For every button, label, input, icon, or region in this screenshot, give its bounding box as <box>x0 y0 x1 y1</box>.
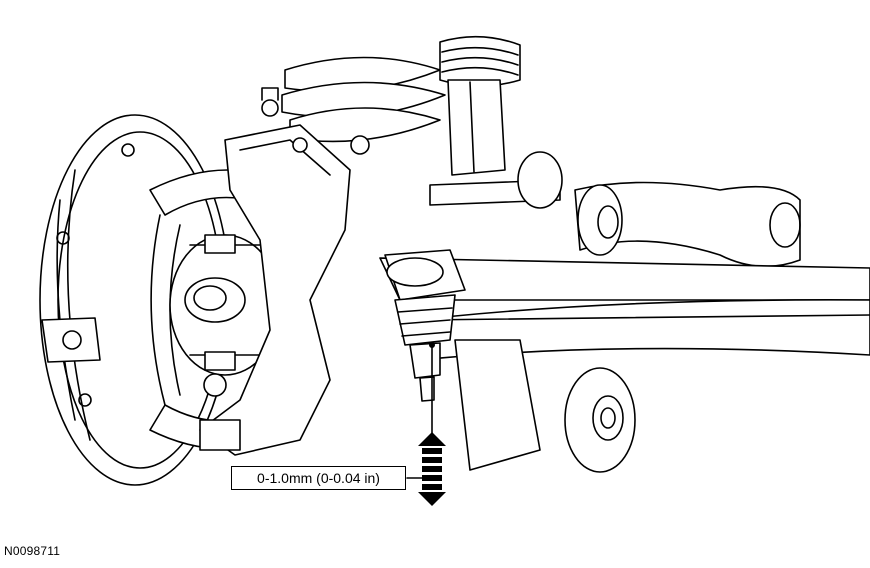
wheel-hub <box>169 234 281 376</box>
coil-spring <box>281 35 521 143</box>
double-arrow-vertical-icon <box>418 432 446 506</box>
figure-id: N0098711 <box>4 544 61 558</box>
shock-absorber <box>447 79 506 176</box>
clearance-callout-label: 0-1.0mm (0-0.04 in) <box>257 470 380 486</box>
lower-mount <box>454 339 636 473</box>
brake-backing-plate <box>39 114 231 486</box>
measurement-leader <box>406 341 435 479</box>
knuckle <box>199 87 370 456</box>
upper-control-arm <box>429 151 801 268</box>
clearance-callout: 0-1.0mm (0-0.04 in) <box>231 466 406 490</box>
ball-joint <box>384 249 466 402</box>
